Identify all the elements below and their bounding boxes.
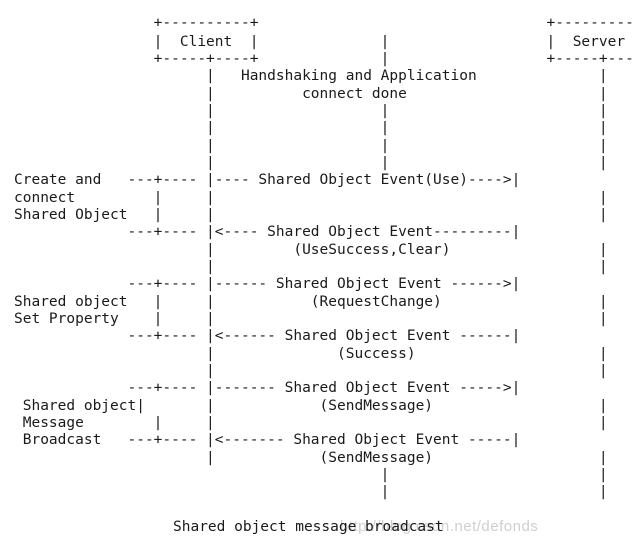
diagram-line: | (SendMessage) | <box>14 450 608 466</box>
diagram-line: | | | <box>14 138 608 154</box>
diagram-line: | (Success) | <box>14 346 608 362</box>
diagram-line: Broadcast ---+---- |<------- Shared Obje… <box>14 432 521 448</box>
diagram-line: ---+---- |------ Shared Object Event ---… <box>14 276 521 292</box>
diagram-line: | (UseSuccess,Clear) | <box>14 242 608 258</box>
diagram-line: | | <box>14 467 608 483</box>
diagram-line: Shared object| | (SendMessage) | <box>14 398 608 414</box>
diagram-line: ---+---- |<---- Shared Object Event-----… <box>14 224 521 240</box>
diagram-line: | | <box>14 484 608 500</box>
diagram-line: ---+---- |<------ Shared Object Event --… <box>14 328 521 344</box>
diagram-line: | | | <box>14 103 608 119</box>
diagram-line: | Client | | | Server | <box>14 34 634 50</box>
diagram-line: Shared object | | (RequestChange) | <box>14 294 608 310</box>
diagram-line: ---+---- |------- Shared Object Event --… <box>14 380 521 396</box>
diagram-line: Create and ---+---- |---- Shared Object … <box>14 172 521 188</box>
diagram-caption: Shared object message broadcast <box>173 519 444 535</box>
diagram-line: | Handshaking and Application | <box>14 68 608 84</box>
diagram-line: | | | <box>14 155 608 171</box>
diagram-line: | | | <box>14 120 608 136</box>
diagram-line: +----------+ +----------+ <box>14 15 634 31</box>
diagram-line: | connect done | <box>14 86 608 102</box>
watermark: http://blog.csdn.net/defonds <box>340 518 539 535</box>
diagram-line: | | <box>14 259 608 275</box>
diagram-line: +-----+----+ | +-----+----+ <box>14 51 634 67</box>
diagram-line: Message | | | <box>14 415 608 431</box>
diagram-line: | | <box>14 363 608 379</box>
diagram-line: Shared Object | | | <box>14 207 608 223</box>
diagram-line: Set Property | | | <box>14 311 608 327</box>
diagram-line: connect | | | <box>14 190 608 206</box>
